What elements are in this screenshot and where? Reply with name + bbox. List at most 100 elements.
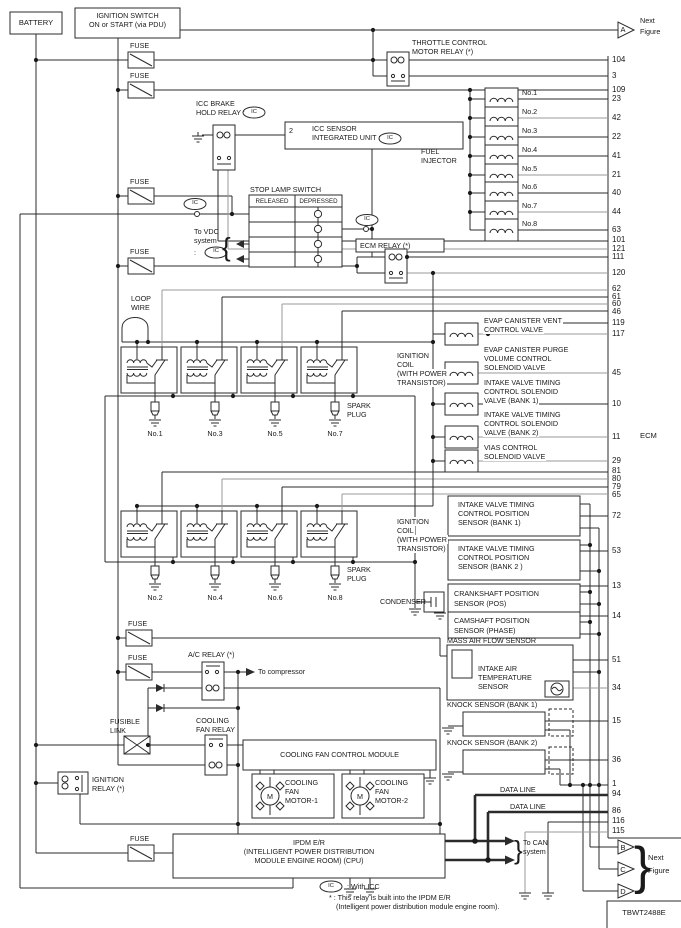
- ic-connector-circles: [183, 106, 402, 893]
- injector-no8: No.8: [522, 219, 538, 228]
- data-line-label-1: DATA LINE: [500, 785, 536, 794]
- ecm-pin-61: 61: [612, 292, 621, 301]
- ecm-pin-115: 115: [612, 826, 625, 835]
- cooling-fan-relay-label-1: COOLING: [196, 716, 230, 725]
- ecm-connector: [607, 56, 681, 839]
- coil-bank1-wires: [104, 289, 608, 562]
- ecm-pin-1: 1: [612, 779, 617, 788]
- ecm-pin-3: 3: [612, 71, 617, 80]
- motor1-label-2: FAN: [285, 787, 299, 796]
- ipdm-label-3: MODULE ENGINE ROOM) (CPU): [254, 856, 364, 865]
- ecm-pin-46: 46: [612, 307, 621, 316]
- ecm-pin-121: 121: [612, 244, 626, 253]
- cyl-no6: No.6: [267, 593, 283, 602]
- fuse-label-2: FUSE: [130, 71, 150, 80]
- to-can-brace: }: [514, 835, 523, 865]
- spark-plug-label-b1-1: SPARK: [347, 401, 371, 410]
- triangle-a-letter: A: [620, 25, 626, 34]
- coil-label-b2-1: IGNITION: [396, 517, 430, 526]
- crank-sensor-label-2: SENSOR (POS): [454, 599, 507, 608]
- fuel-injector-label-2: INJECTOR: [421, 156, 457, 165]
- ivt-sol-b1-label-2: CONTROL SOLENOID: [483, 387, 560, 396]
- fuse-label-3: FUSE: [130, 177, 150, 186]
- cam-sensor-label-2: SENSOR (PHASE): [454, 626, 516, 635]
- ecm-pin-72: 72: [612, 511, 621, 520]
- vias-label-2: SOLENOID VALVE: [483, 452, 547, 461]
- fuse-label-1: FUSE: [130, 41, 150, 50]
- coil-label-b2-3: (WITH POWER: [396, 535, 448, 544]
- cooling-fan-relay-symbol: [204, 734, 228, 776]
- ignition-switch-label-1: IGNITION SWITCH: [96, 11, 159, 20]
- vdc-colon: :: [194, 248, 196, 257]
- next-figure-top-2: Figure: [640, 27, 661, 36]
- motor2-label-3: MOTOR-2: [375, 796, 409, 805]
- stop-lamp-col-released: RELEASED: [255, 198, 289, 205]
- next-figure-brace: }: [634, 837, 652, 895]
- ac-relay-symbol: [156, 661, 225, 712]
- valve-symbols: [444, 322, 479, 473]
- icc-unit-ic-badge: IC: [387, 135, 393, 141]
- figure-code: TBWT2488E: [622, 908, 666, 917]
- iat-label-3: SENSOR: [478, 682, 509, 691]
- coil-label-b1-3: (WITH POWER: [396, 369, 448, 378]
- cyl-no2: No.2: [147, 593, 163, 602]
- ecm-pin-13: 13: [612, 581, 621, 590]
- ecm-pin-29: 29: [612, 456, 621, 465]
- next-figure-triangles: [617, 21, 636, 899]
- ivt-sol-b1-label-3: VALVE (BANK 1): [483, 396, 540, 405]
- spark-plug-label-b2-2: PLUG: [347, 574, 367, 583]
- fuse-label-5: FUSE: [128, 619, 148, 628]
- ignition-switch-label-2: ON or START (via PDU): [88, 20, 167, 29]
- injector-no2: No.2: [522, 107, 538, 116]
- fuses: [123, 51, 155, 862]
- ivt-pos-b2-label-3: SENSOR (BANK 2 ): [458, 562, 523, 571]
- next-figure-bottom-2: Figure: [648, 866, 670, 875]
- vias-label-1: VIAS CONTROL: [483, 443, 539, 452]
- ivt-pos-b1-label-3: SENSOR (BANK 1): [458, 518, 521, 527]
- ecm-pin-11: 11: [612, 432, 621, 441]
- icc-unit-label-1: ICC SENSOR: [312, 124, 357, 133]
- fusible-link-label-2: LINK: [110, 726, 126, 735]
- fuse-label-6: FUSE: [128, 653, 148, 662]
- stop-lamp-ic-left: IC: [192, 200, 198, 206]
- ignition-switch-box: [74, 7, 181, 39]
- cyl-no5: No.5: [267, 429, 283, 438]
- evap-vent-label-2: CONTROL VALVE: [483, 325, 544, 334]
- ecm-pin-14: 14: [612, 611, 621, 620]
- loop-wire-label-2: WIRE: [131, 303, 150, 312]
- knock1-label: KNOCK SENSOR (BANK 1): [447, 700, 538, 709]
- cooling-fan-relay-label-2: FAN RELAY: [196, 725, 236, 734]
- ecm-pin-94: 94: [612, 789, 621, 798]
- ivt-pos-b1-label-1: INTAKE VALVE TIMING: [458, 500, 535, 509]
- fusible-link-symbol: [123, 735, 151, 755]
- ivt-sol-b2-label-1: INTAKE VALVE TIMING: [483, 410, 562, 419]
- iat-label-1: INTAKE AIR: [478, 664, 518, 673]
- icc-brake-relay-symbol: [191, 124, 236, 171]
- fuse-label-4: FUSE: [130, 247, 150, 256]
- ecm-pin-101: 101: [612, 235, 626, 244]
- stop-lamp-ic-right: IC: [364, 216, 370, 222]
- coil-label-b2-4: TRANSISTOR): [396, 544, 447, 553]
- fusible-link-label-1: FUSIBLE: [110, 717, 140, 726]
- ecm-pin-53: 53: [612, 546, 621, 555]
- ivt-sol-b2-label-3: VALVE (BANK 2): [483, 428, 540, 437]
- injector-no6: No.6: [522, 182, 538, 191]
- ecm-pin-22: 22: [612, 132, 621, 141]
- ipdm-box: [172, 833, 446, 896]
- cooling-fan-module: [242, 739, 437, 819]
- ecm-pin-120: 120: [612, 268, 626, 277]
- ecm-pin-34: 34: [612, 683, 621, 692]
- ecm-relay-label: ECM RELAY (*): [360, 241, 411, 250]
- ecm-pin-40: 40: [612, 188, 621, 197]
- triangle-b-letter: B: [620, 843, 626, 852]
- ecm-pin-80: 80: [612, 474, 621, 483]
- vdc-ic-badge: IC: [213, 248, 219, 254]
- ac-relay-label: A/C RELAY (*): [188, 650, 235, 659]
- vdc-label-1: To VDC: [194, 227, 219, 236]
- fuel-injector-label-1: FUEL: [421, 147, 440, 156]
- coil-label-b1-4: TRANSISTOR): [396, 378, 447, 387]
- spark-plug-label-b1-2: PLUG: [347, 410, 367, 419]
- coil-bank2-wires: [105, 396, 608, 612]
